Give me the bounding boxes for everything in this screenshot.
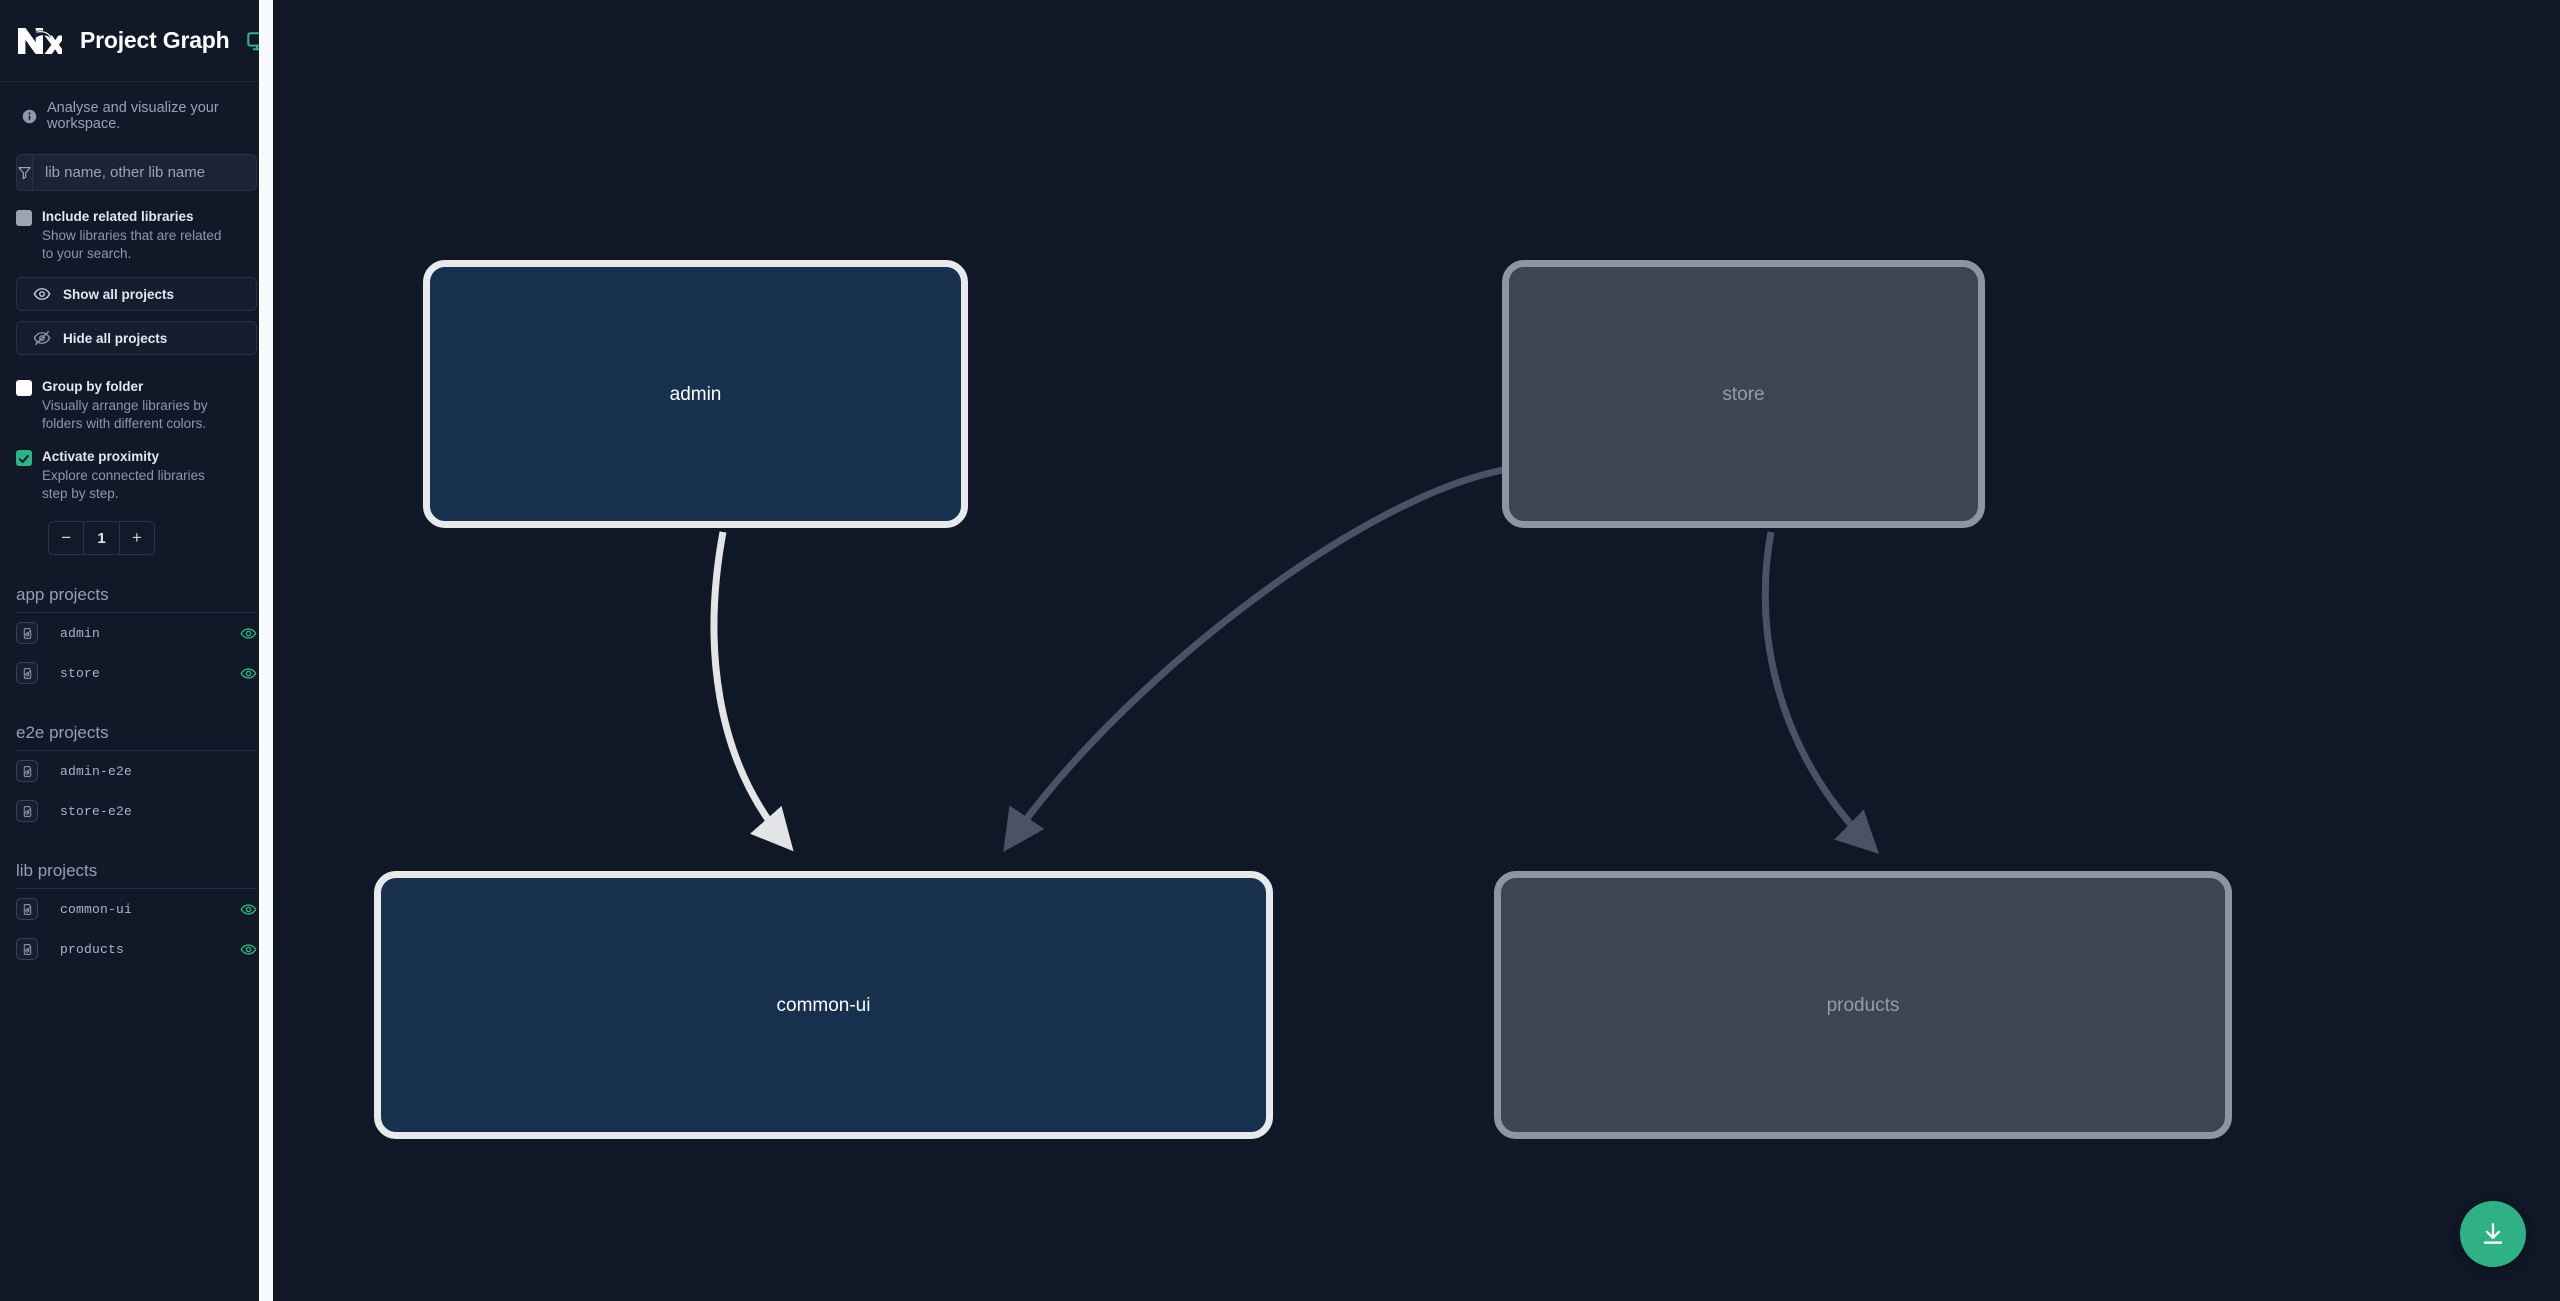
graph-node-label: store: [1722, 383, 1765, 405]
hide-all-projects-label: Hide all projects: [63, 330, 168, 346]
include-related-description: Show libraries that are related to your …: [42, 228, 222, 261]
graph-node-common-ui[interactable]: common-ui: [374, 871, 1273, 1139]
project-visibility-eye-icon[interactable]: [240, 625, 257, 642]
graph-edges: [710, 466, 1880, 854]
project-name: admin: [60, 625, 101, 641]
sidebar: Project Graph Analyse and visualize your…: [0, 0, 273, 1301]
graph-node-label: common-ui: [776, 994, 871, 1016]
download-icon: [2480, 1221, 2506, 1247]
checkmark-icon: [18, 452, 30, 464]
option-activate-proximity[interactable]: Activate proximity Explore connected lib…: [0, 433, 273, 503]
project-list-item[interactable]: store: [16, 653, 257, 693]
project-icon: [16, 898, 38, 920]
graph-node-store[interactable]: store: [1502, 260, 1985, 528]
project-name: admin-e2e: [60, 763, 133, 779]
proximity-value: 1: [83, 522, 120, 554]
project-visibility-eye-icon[interactable]: [240, 665, 257, 682]
graph-node-admin[interactable]: admin: [423, 260, 968, 528]
project-list-item[interactable]: common-ui: [16, 889, 257, 929]
activate-proximity-description: Explore connected libraries step by step…: [42, 468, 205, 501]
tagline: Analyse and visualize your workspace.: [0, 82, 273, 144]
project-group: e2e projects admin-e2e store-e2e: [0, 723, 273, 831]
sidebar-scrollbar[interactable]: [259, 0, 273, 1301]
tagline-text: Analyse and visualize your workspace.: [47, 100, 219, 132]
eye-off-icon: [33, 329, 51, 347]
download-graph-button[interactable]: [2460, 1201, 2526, 1267]
activate-proximity-texts: Activate proximity Explore connected lib…: [42, 447, 222, 503]
option-include-related[interactable]: Include related libraries Show libraries…: [0, 191, 273, 263]
project-visibility-eye-icon[interactable]: [240, 941, 257, 958]
show-all-projects-button[interactable]: Show all projects: [16, 277, 257, 311]
project-name: store-e2e: [60, 803, 133, 819]
project-group-title: app projects: [16, 585, 257, 613]
visibility-buttons: Show all projects Hide all projects: [0, 263, 273, 355]
brand-bar: Project Graph: [0, 0, 273, 82]
project-group-title: e2e projects: [16, 723, 257, 751]
edge-store-to-common-ui: [1003, 466, 1504, 852]
group-by-folder-description: Visually arrange libraries by folders wi…: [42, 398, 208, 431]
project-groups: app projects admin store e2e projects admin-…: [0, 585, 273, 969]
project-icon: [16, 622, 38, 644]
project-list-item[interactable]: admin-e2e: [16, 751, 257, 791]
project-group: lib projects common-ui products: [0, 861, 273, 969]
hide-all-projects-button[interactable]: Hide all projects: [16, 321, 257, 355]
search-input[interactable]: [33, 155, 256, 190]
project-name: common-ui: [60, 901, 133, 917]
search-box[interactable]: [16, 154, 257, 191]
project-name: store: [60, 665, 101, 681]
include-related-checkbox[interactable]: [16, 210, 32, 226]
proximity-increment-button[interactable]: +: [119, 522, 154, 554]
project-list-item[interactable]: admin: [16, 613, 257, 653]
activate-proximity-checkbox[interactable]: [16, 450, 32, 466]
group-by-folder-checkbox[interactable]: [16, 380, 32, 396]
proximity-decrement-button[interactable]: −: [49, 522, 84, 554]
graph-node-label: admin: [669, 383, 722, 405]
page-title: Project Graph: [80, 27, 230, 53]
project-icon: [16, 760, 38, 782]
include-related-texts: Include related libraries Show libraries…: [42, 207, 222, 263]
project-icon: [16, 938, 38, 960]
filter-funnel-icon[interactable]: [17, 155, 33, 190]
project-group: app projects admin store: [0, 585, 273, 693]
project-list-item[interactable]: store-e2e: [16, 791, 257, 831]
graph-canvas[interactable]: admin store common-ui products: [273, 0, 2560, 1301]
search-row: [0, 144, 273, 191]
eye-icon: [33, 285, 51, 303]
show-all-projects-label: Show all projects: [63, 286, 175, 302]
graph-node-label: products: [1826, 994, 1900, 1016]
project-visibility-eye-icon[interactable]: [240, 763, 257, 780]
project-visibility-eye-icon[interactable]: [240, 803, 257, 820]
proximity-stepper[interactable]: − 1 +: [48, 521, 155, 555]
project-group-title: lib projects: [16, 861, 257, 889]
project-visibility-eye-icon[interactable]: [240, 901, 257, 918]
activate-proximity-label: Activate proximity: [42, 449, 160, 464]
info-icon: [22, 109, 37, 124]
include-related-label: Include related libraries: [42, 209, 194, 224]
project-name: products: [60, 941, 125, 957]
project-list-item[interactable]: products: [16, 929, 257, 969]
group-by-folder-texts: Group by folder Visually arrange librari…: [42, 377, 222, 433]
edge-store-to-products: [1761, 531, 1880, 854]
edge-admin-to-common-ui: [710, 531, 794, 852]
funnel-glyph: [17, 165, 32, 180]
group-by-folder-label: Group by folder: [42, 379, 144, 394]
graph-node-products[interactable]: products: [1494, 871, 2232, 1139]
option-group-by-folder[interactable]: Group by folder Visually arrange librari…: [0, 355, 273, 433]
project-icon: [16, 800, 38, 822]
nx-logo-icon: [16, 21, 66, 61]
project-icon: [16, 662, 38, 684]
